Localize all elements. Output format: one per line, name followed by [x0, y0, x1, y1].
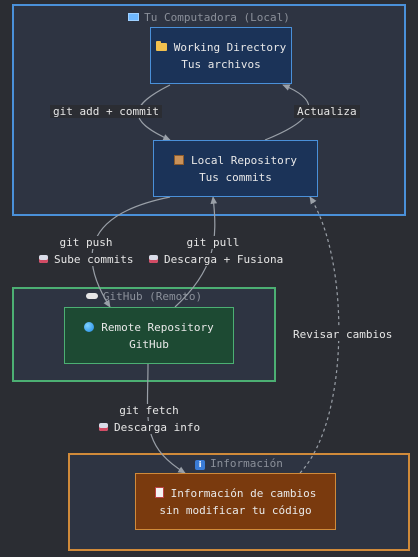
label-push-line2: Sube commits	[54, 253, 134, 266]
node-info-line1: Información de cambios	[170, 486, 317, 500]
label-push: git push Sube commits	[36, 234, 137, 268]
node-working-line2: Tus archivos	[181, 57, 261, 71]
folder-icon	[155, 40, 167, 51]
laptop-icon	[128, 13, 140, 21]
node-remote-repository[interactable]: Remote Repository GitHub	[64, 307, 234, 364]
node-working-line1: Working Directory	[173, 40, 287, 54]
node-info-line2: sin modificar tu código	[159, 503, 312, 517]
node-local-title: Local Repository	[174, 152, 297, 169]
cluster-computer-label: Tu Computadora (Local)	[144, 11, 290, 24]
node-remote-line1: Remote Repository	[101, 320, 214, 334]
node-local-repository[interactable]: Local Repository Tus commits	[153, 140, 318, 197]
label-add-commit-text: git add + commit	[50, 105, 162, 118]
label-actualiza: Actualiza	[294, 103, 360, 120]
node-local-line1: Local Repository	[191, 153, 297, 167]
label-pull-line1: git pull	[183, 236, 243, 249]
cluster-info-label: Información	[210, 457, 283, 470]
node-working-title: Working Directory	[155, 39, 287, 56]
package-icon	[39, 255, 48, 263]
edge-revisar	[299, 196, 340, 474]
node-remote-title: Remote Repository	[84, 319, 214, 336]
label-pull: git pull Descarga + Fusiona	[146, 234, 287, 268]
node-informacion[interactable]: Información de cambios sin modificar tu …	[135, 473, 336, 530]
cluster-github-title: GitHub (Remoto)	[14, 290, 274, 303]
node-local-line2: Tus commits	[199, 170, 272, 184]
cluster-info-title: i Información	[70, 457, 408, 470]
label-revisar-text: Revisar cambios	[290, 328, 396, 341]
package-icon	[149, 255, 158, 263]
label-push-line1: git push	[56, 236, 116, 249]
cluster-github-label: GitHub (Remoto)	[102, 290, 203, 303]
label-fetch: git fetch Descarga info	[96, 402, 204, 436]
document-icon	[154, 486, 164, 498]
globe-icon	[84, 321, 95, 332]
node-info-title: Información de cambios	[154, 485, 317, 502]
package-icon	[174, 154, 185, 165]
label-fetch-line2: Descarga info	[114, 421, 201, 434]
label-actualiza-text: Actualiza	[294, 105, 360, 118]
info-icon: i	[195, 460, 206, 470]
cluster-computer-title: Tu Computadora (Local)	[14, 11, 404, 24]
label-revisar: Revisar cambios	[290, 326, 396, 343]
label-add-commit: git add + commit	[50, 103, 162, 120]
node-remote-line2: GitHub	[129, 337, 169, 351]
label-fetch-line1: git fetch	[116, 404, 182, 417]
label-pull-line2: Descarga + Fusiona	[164, 253, 284, 266]
package-icon	[99, 423, 108, 431]
cloud-icon	[85, 293, 98, 299]
node-working-directory[interactable]: Working Directory Tus archivos	[150, 27, 292, 84]
